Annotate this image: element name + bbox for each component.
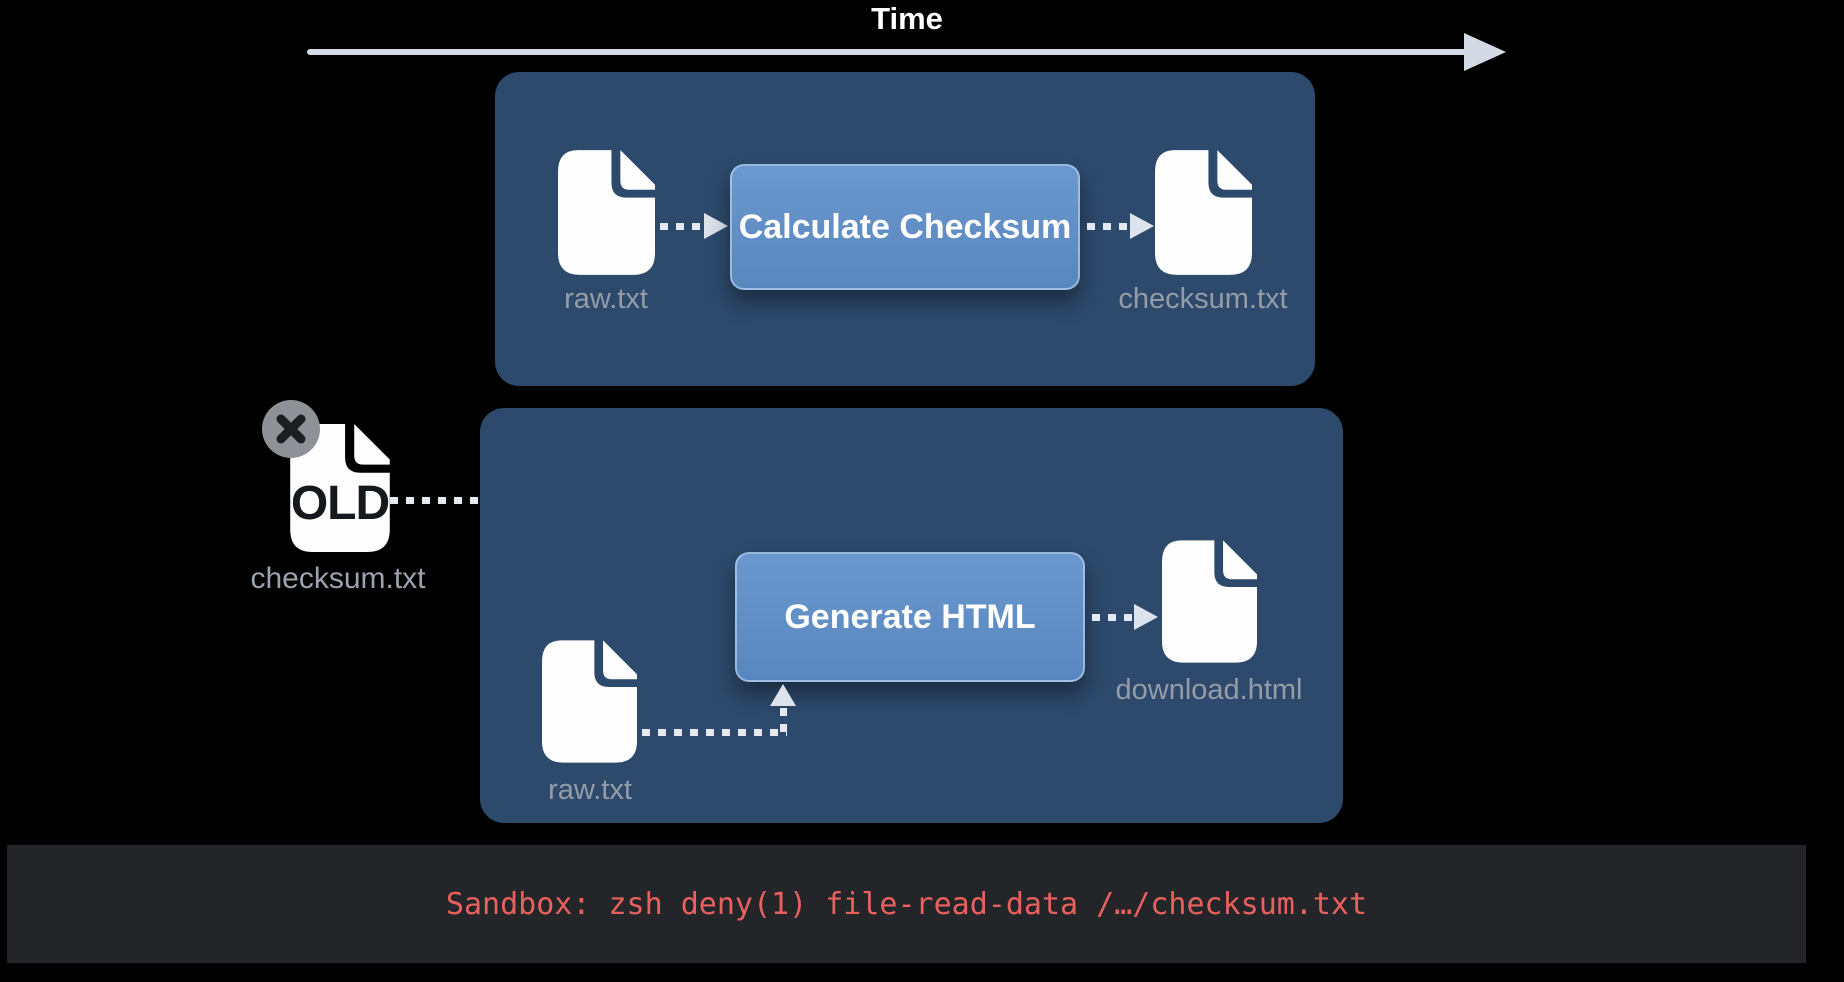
stage1-output-file-icon — [1155, 150, 1252, 275]
stage2-output-arrow-dots — [1092, 614, 1134, 621]
stale-file-old-text: OLD — [290, 477, 390, 530]
stage2-output-file-label: download.html — [1115, 674, 1303, 706]
stage2-input-arrow-dots — [642, 729, 787, 736]
stage1-input-file-label: raw.txt — [564, 283, 648, 315]
stage2-input-arrowhead-icon — [770, 684, 796, 706]
sandbox-error-message: Sandbox: zsh deny(1) file-read-data /…/c… — [445, 886, 1368, 922]
stage2-output-arrowhead-icon — [1134, 604, 1158, 630]
stage1-output-arrow-dots — [1087, 223, 1130, 230]
sandbox-error-bar: Sandbox: zsh deny(1) file-read-data /…/c… — [7, 845, 1806, 963]
stale-file-label: checksum.txt — [250, 562, 426, 595]
time-arrowhead-icon — [1464, 33, 1506, 71]
stage1-process-node: Calculate Checksum — [730, 164, 1080, 290]
stage1-input-arrow-dots — [660, 223, 704, 230]
stage2-input-file-icon — [542, 640, 637, 763]
time-label: Time — [871, 1, 943, 36]
stage1-input-arrowhead-icon — [704, 213, 728, 239]
stage2-input-arrow-dots-vertical — [780, 708, 787, 732]
x-badge-icon — [262, 400, 320, 458]
stage1-input-file-icon — [558, 150, 655, 275]
stage2-output-file-icon — [1162, 540, 1257, 663]
stage2-input-file-label: raw.txt — [548, 774, 632, 806]
stage1-output-file-label: checksum.txt — [1118, 283, 1288, 315]
time-axis-arrow — [307, 49, 1467, 55]
stage1-output-arrowhead-icon — [1130, 213, 1154, 239]
stage2-process-node: Generate HTML — [735, 552, 1085, 682]
